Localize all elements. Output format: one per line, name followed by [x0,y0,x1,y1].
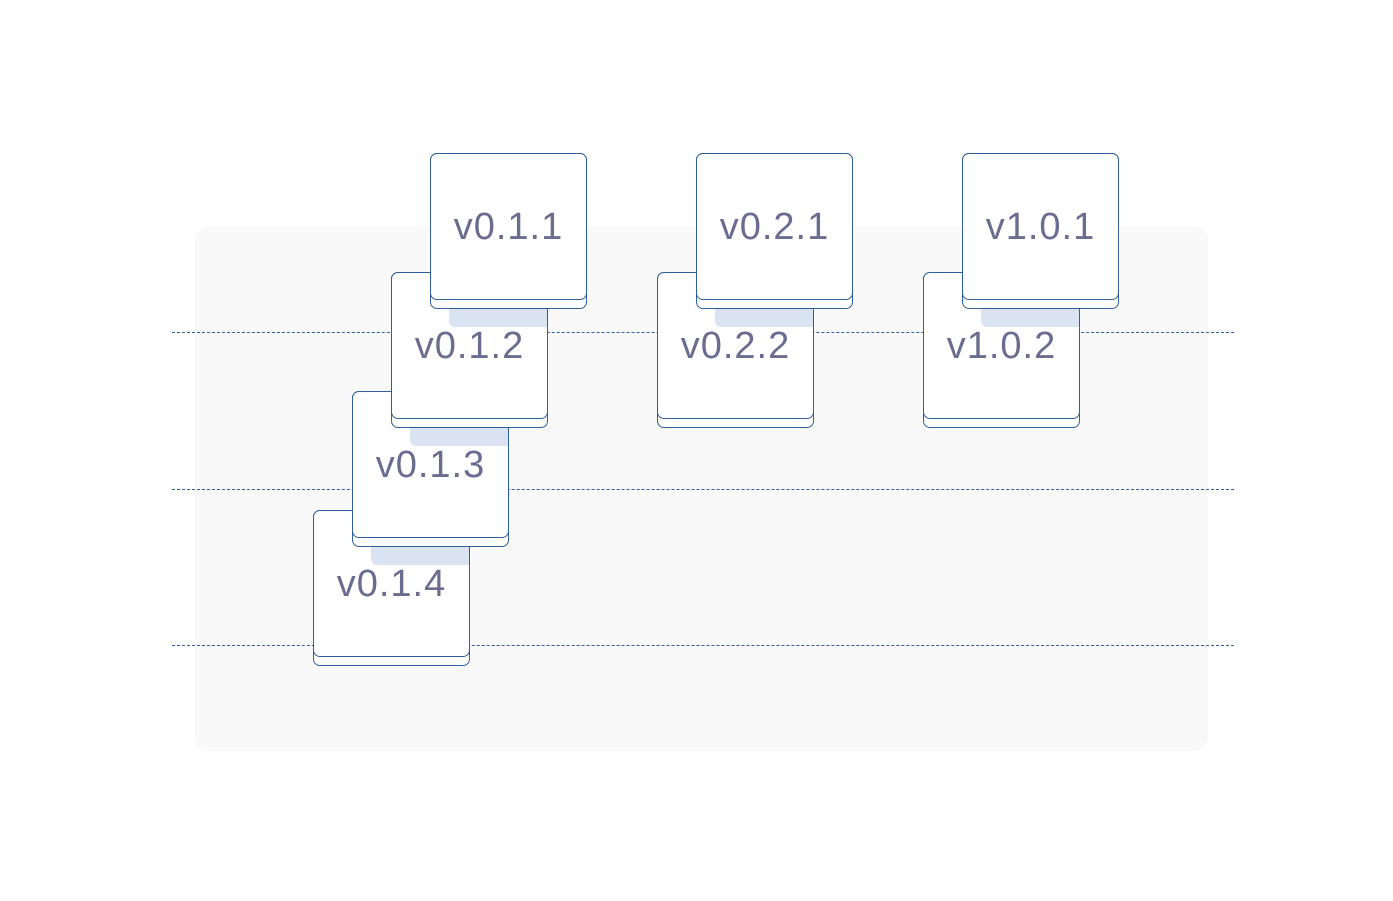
version-card-v0-2-1[interactable]: v0.2.1 [696,153,853,310]
card-shadow [449,307,547,327]
card-face [696,153,853,300]
version-label: v1.0.1 [985,206,1096,248]
version-card-v1-0-1[interactable]: v1.0.1 [962,153,1119,310]
dashed-guide-line-3 [172,645,1234,646]
card-shadow [410,426,508,446]
card-shadow [981,307,1079,327]
version-label: v0.1.4 [336,563,447,605]
card-face [430,153,587,300]
version-label: v0.2.1 [719,206,830,248]
version-label: v0.2.2 [680,325,791,367]
dashed-guide-line-2 [172,489,1234,490]
card-shadow [715,307,813,327]
version-label: v0.1.1 [453,206,564,248]
version-label: v1.0.2 [946,325,1057,367]
version-label: v0.1.2 [414,325,525,367]
version-card-v0-1-1[interactable]: v0.1.1 [430,153,587,310]
version-label: v0.1.3 [375,444,486,486]
card-shadow [371,545,469,565]
card-face [962,153,1119,300]
